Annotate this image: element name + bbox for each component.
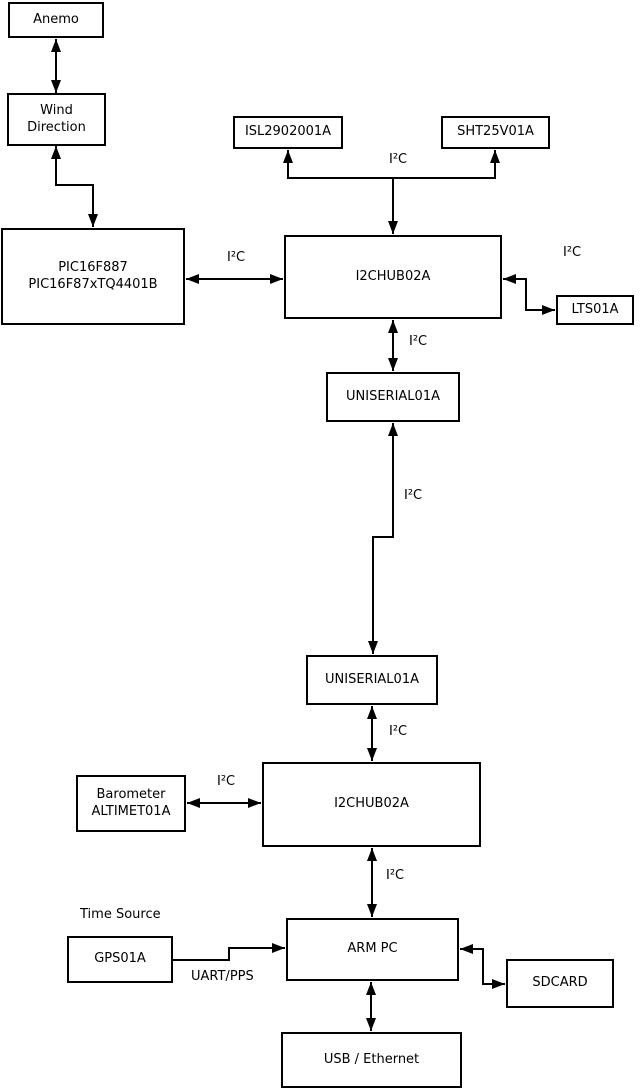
node-sht25v01a: SHT25V01A [441,116,550,149]
edge-wind-pic [51,146,98,227]
node-wind-direction: Wind Direction [7,93,106,146]
edge-label-i2c-bus-top: I²C [389,152,408,167]
node-pic16f887: PIC16F887 PIC16F87xTQ4401B [1,228,185,325]
edge-bus-isl-sht [283,150,500,179]
node-i2chub02a-lower: I2CHUB02A [262,762,481,847]
edge-label-i2c-hub1-uniserial1: I²C [409,334,428,349]
node-usb-ethernet: USB / Ethernet [281,1032,462,1088]
edge-label-i2c-uniserial-link: I²C [404,488,423,503]
edge-label-uart-pps: UART/PPS [191,969,254,984]
edge-label-i2c-hub2-armpc: I²C [386,868,405,883]
edge-hub1-lts [503,274,555,315]
node-uniserial01a-upper: UNISERIAL01A [326,372,460,422]
node-anemo: Anemo [8,2,104,38]
edge-label-i2c-lts: I²C [563,245,582,260]
edge-label-i2c-uniserial2-hub2: I²C [389,724,408,739]
node-lts01a: LTS01A [556,295,634,325]
node-barometer-altimet01a: Barometer ALTIMET01A [76,775,186,832]
edge-armpc-sdcard [460,944,505,989]
edge-gps-armpc [173,943,285,961]
node-sdcard: SDCARD [506,959,614,1008]
edge-label-i2c-pic-hub1: I²C [227,250,246,265]
node-gps01a: GPS01A [67,936,173,983]
node-uniserial01a-lower: UNISERIAL01A [306,655,438,705]
node-arm-pc: ARM PC [286,918,459,981]
time-source-label: Time Source [80,907,161,922]
node-isl2902001a: ISL2902001A [233,116,343,149]
edge-label-i2c-barometer-hub2: I²C [217,774,236,789]
node-i2chub02a-upper: I2CHUB02A [284,235,502,319]
edge-uniserial1-uniserial2 [368,423,398,654]
